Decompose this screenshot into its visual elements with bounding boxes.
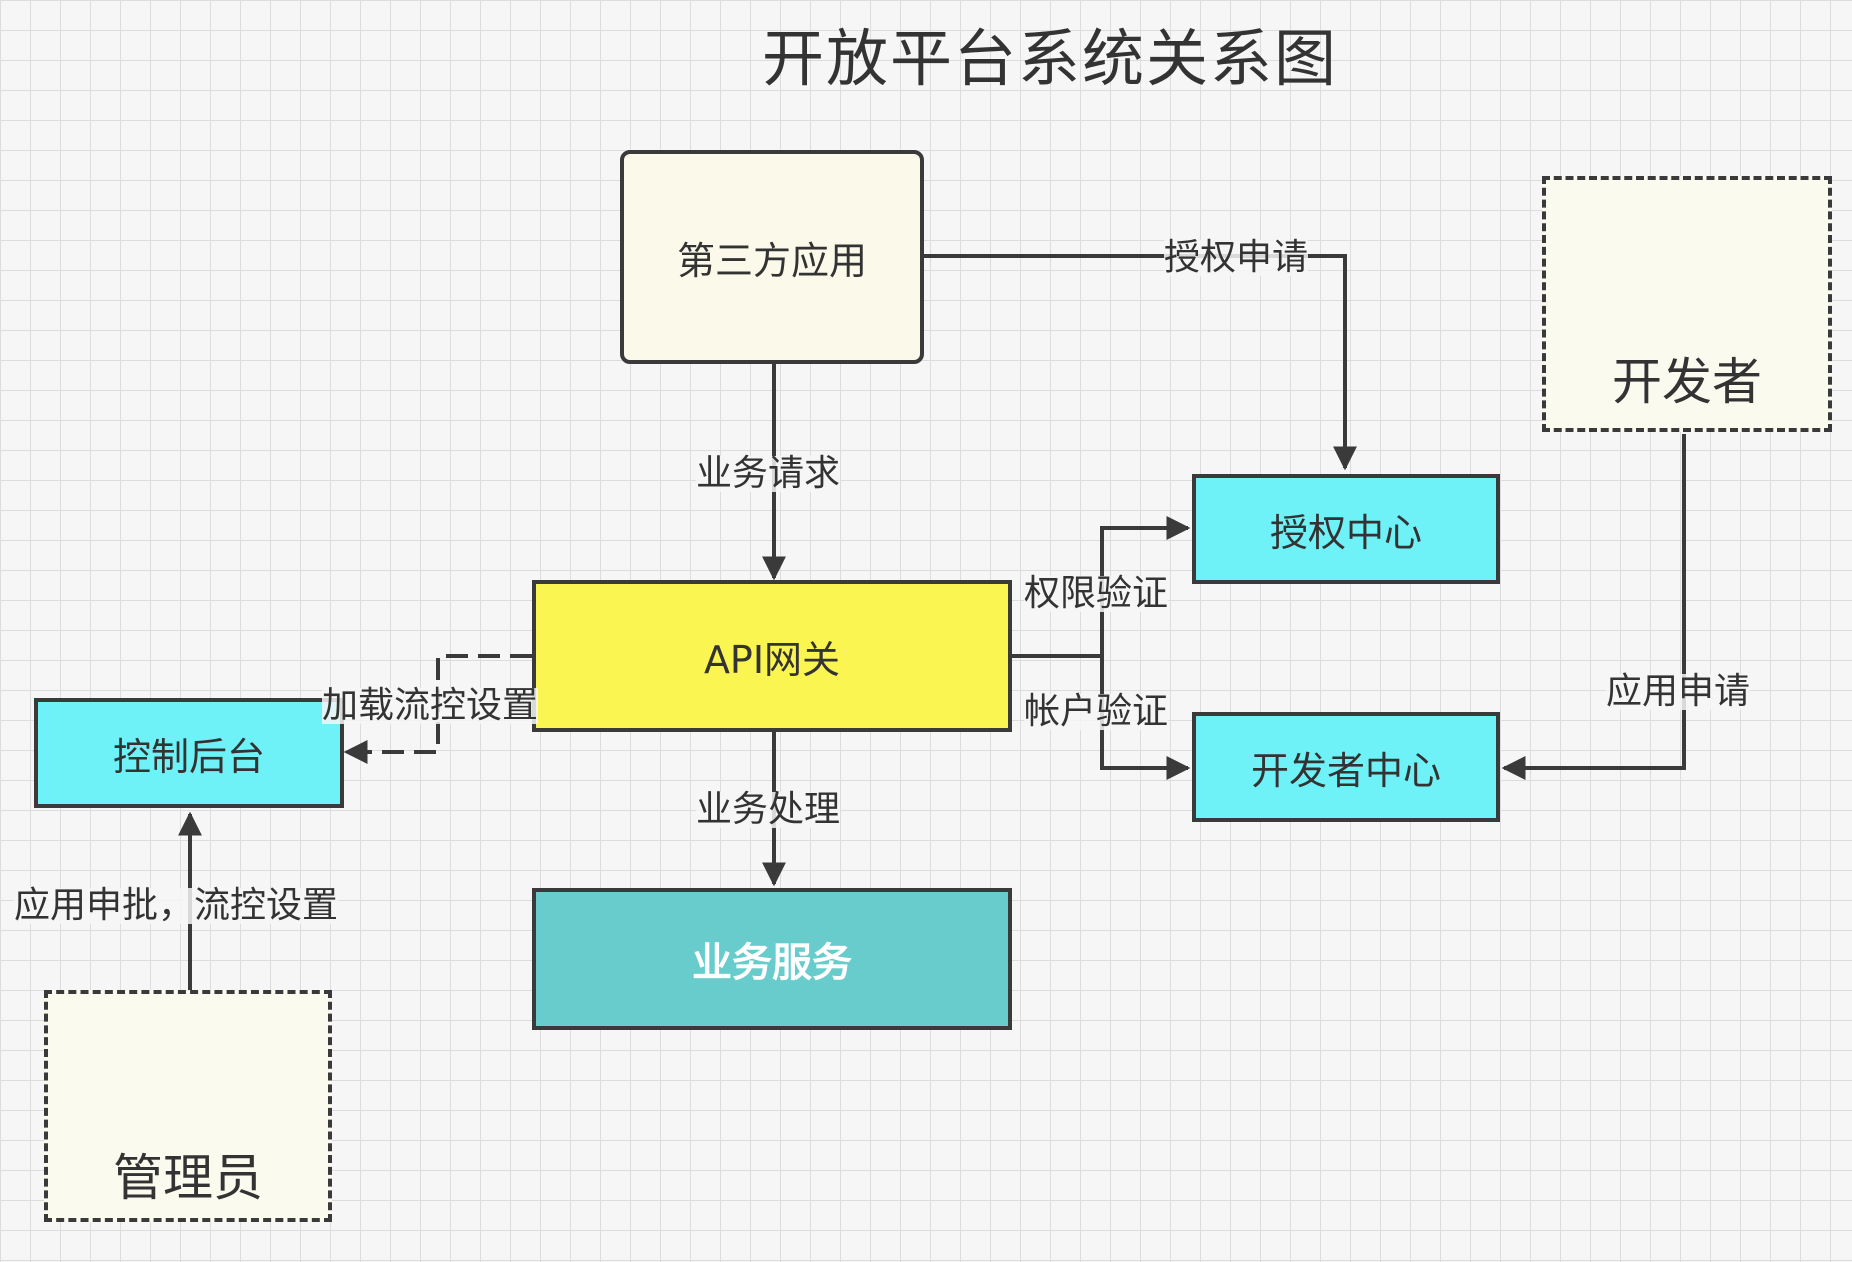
load-flow-settings-label: 加载流控设置 (322, 685, 539, 726)
third-party-app-label: 第三方应用 (676, 238, 867, 283)
auth-request-label: 授权申请 (1164, 237, 1309, 278)
auth-center-label: 授权中心 (1269, 510, 1422, 555)
business-service-label: 业务服务 (692, 940, 852, 986)
diagram-title: 开放平台系统关系图 (761, 22, 1338, 95)
control-backend-node[interactable]: 控制后台 (34, 698, 344, 808)
auth-center-node[interactable]: 授权中心 (1192, 474, 1500, 584)
administrator-actor[interactable]: 管理员 (44, 990, 332, 1222)
business-service-node[interactable]: 业务服务 (532, 888, 1012, 1030)
business-request-label: 业务请求 (696, 453, 841, 494)
business-process-label: 业务处理 (696, 789, 841, 830)
approve-flow-settings-label: 应用申批，流控设置 (14, 885, 339, 926)
developer-actor[interactable]: 开发者 (1542, 176, 1832, 432)
developer-center-node[interactable]: 开发者中心 (1192, 712, 1500, 822)
account-verify-label: 帐户验证 (1024, 691, 1169, 732)
control-backend-label: 控制后台 (112, 734, 265, 779)
permission-verify-label: 权限验证 (1024, 573, 1169, 614)
api-gateway-node[interactable]: API网关 (532, 580, 1012, 732)
api-gateway-label: API网关 (703, 637, 841, 682)
edge-auth-request (924, 254, 1357, 471)
edge-permission-verify (1100, 516, 1191, 656)
app-apply-label: 应用申请 (1606, 671, 1751, 712)
third-party-app-node[interactable]: 第三方应用 (620, 150, 924, 364)
developer-center-label: 开发者中心 (1250, 748, 1441, 793)
developer-label: 开发者 (1612, 353, 1762, 411)
edge-app-apply (1501, 434, 1686, 780)
administrator-label: 管理员 (113, 1149, 263, 1207)
edge-account-verify (1100, 656, 1191, 780)
